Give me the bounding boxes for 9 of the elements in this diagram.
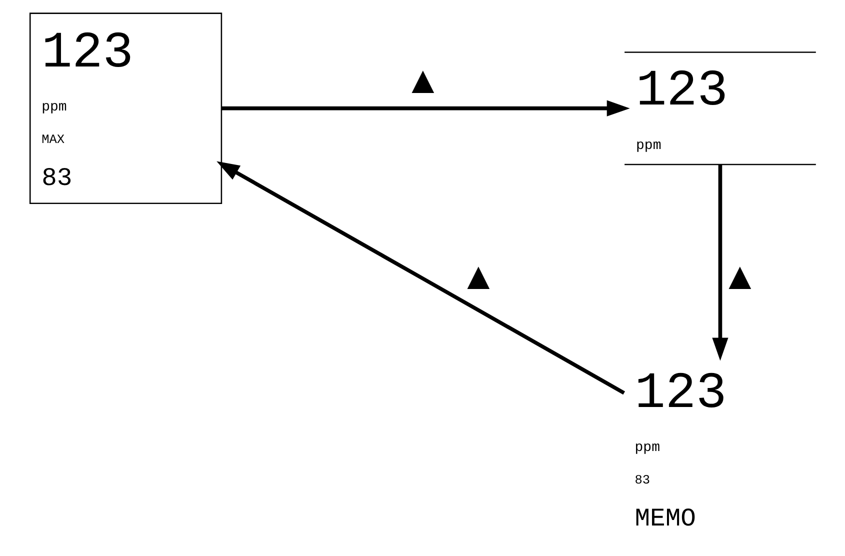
arrow [221,100,630,116]
edge-label: ▲ [459,254,497,298]
edge-label: ▲ [404,59,442,102]
node-text: 123 ppm [636,64,728,154]
node-text: 123 ppm 83 MEMO [634,366,726,534]
node-box: 123 ppm MAX 83 [28,12,222,204]
arrow [712,164,728,361]
edge-label: ▲ [720,254,758,298]
arrow [216,161,625,395]
